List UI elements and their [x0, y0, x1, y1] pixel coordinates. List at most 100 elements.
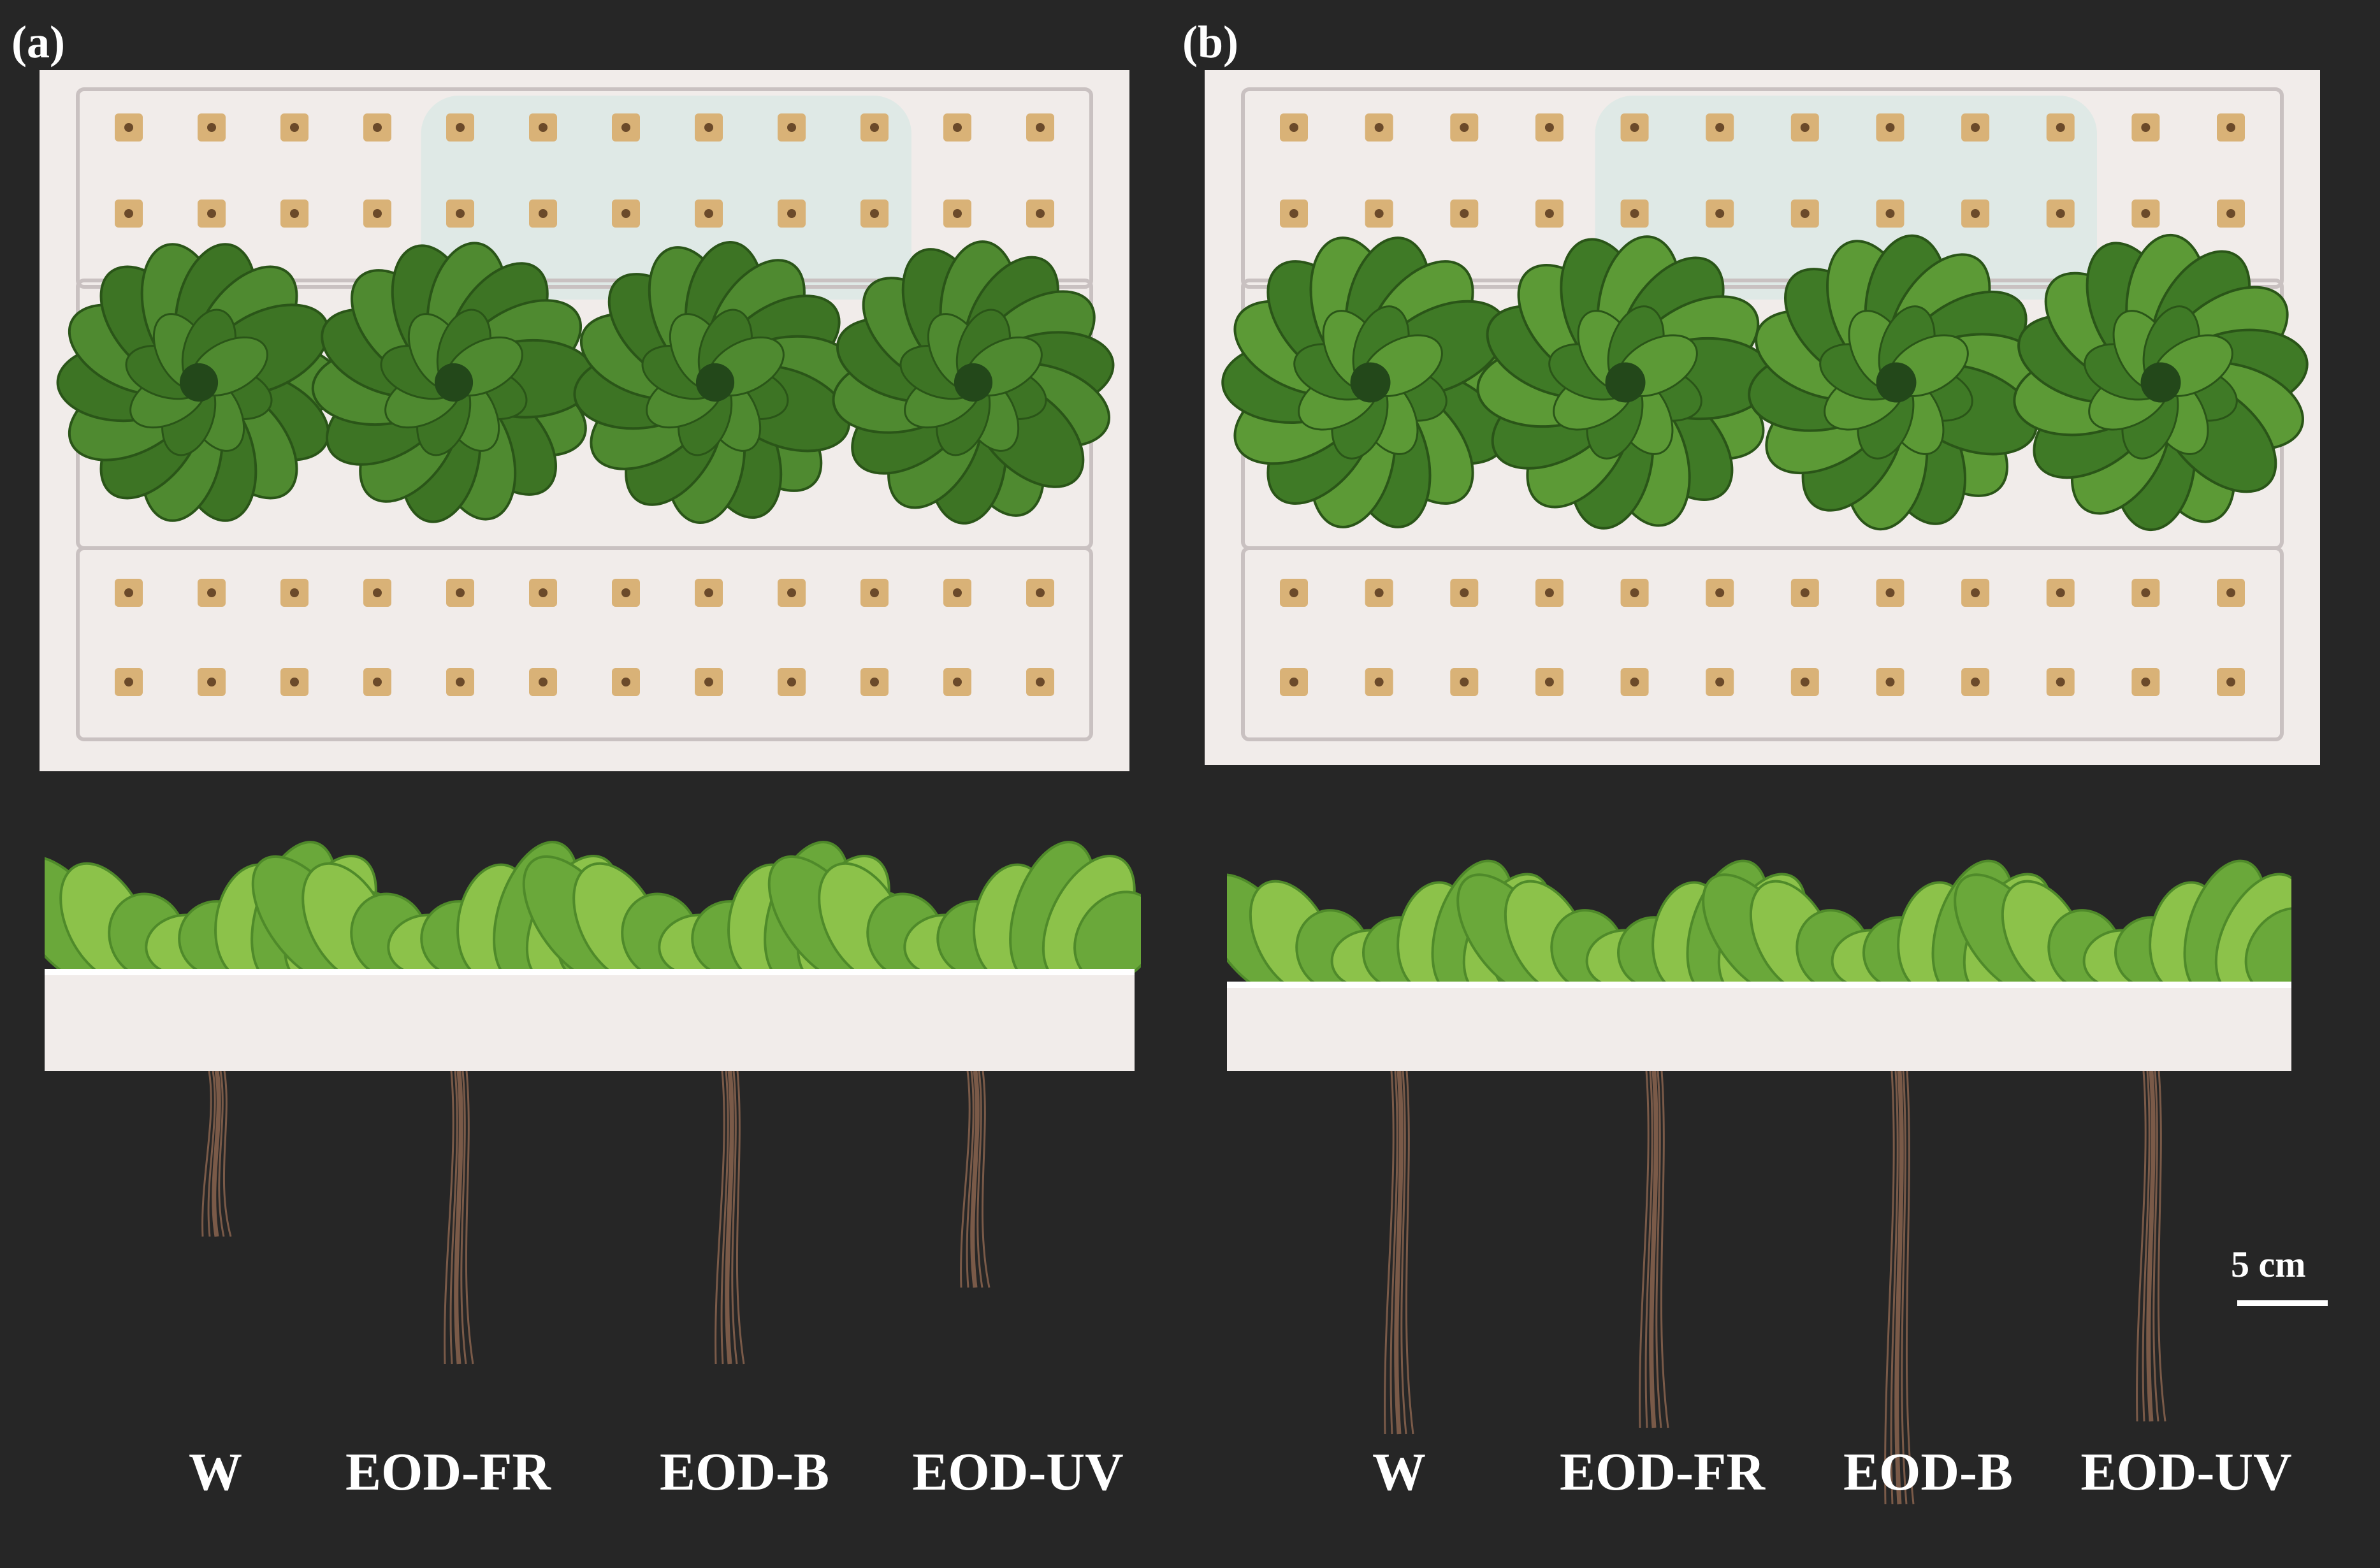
root — [1639, 1070, 1669, 1428]
plug-hole — [539, 123, 548, 132]
side-view-photo-a — [45, 841, 1141, 1365]
plug-hole — [953, 123, 962, 132]
plug-hole — [1544, 678, 1554, 686]
plug-hole — [1544, 123, 1554, 132]
treatment-label-a-w: W — [189, 1442, 242, 1502]
foam-board — [45, 969, 1135, 1071]
scale-bar-label: 5 cm — [2231, 1244, 2306, 1285]
plug-hole — [1885, 678, 1895, 686]
plug-hole — [1800, 123, 1810, 132]
plug-hole — [2056, 678, 2065, 686]
plug-hole — [456, 209, 465, 218]
plug-hole — [456, 678, 465, 686]
plug-hole — [704, 588, 713, 597]
plug-hole — [1289, 123, 1298, 132]
plug-hole — [870, 123, 879, 132]
plug-hole — [124, 209, 133, 218]
plug-hole — [2056, 123, 2065, 132]
plug-hole — [1885, 123, 1895, 132]
plug-hole — [704, 678, 713, 686]
tray-channel — [1241, 87, 2284, 289]
plug-hole — [1630, 209, 1639, 218]
panel-label-b: (b) — [1182, 17, 1238, 68]
plug-hole — [787, 678, 796, 686]
root — [1884, 1070, 1915, 1505]
plug-hole — [539, 588, 548, 597]
lettuce-plant-side — [767, 841, 1141, 985]
treatment-label-a-eod-b: EOD-B — [659, 1442, 830, 1502]
plug-hole — [1630, 588, 1639, 597]
plug-hole — [539, 678, 548, 686]
lettuce-plant-top — [573, 241, 857, 524]
lettuce-plant-top — [832, 240, 1115, 525]
plug-hole — [207, 678, 216, 686]
tray-channel — [76, 87, 1093, 289]
plug-hole — [953, 209, 962, 218]
lettuce-plant-top — [311, 242, 597, 523]
plug-hole — [290, 588, 299, 597]
plug-hole — [870, 678, 879, 686]
plug-hole — [1544, 209, 1554, 218]
plug-hole — [290, 209, 299, 218]
root — [715, 1070, 745, 1365]
top-view-photo-a — [40, 70, 1129, 771]
plug-hole — [1289, 678, 1298, 686]
plug-hole — [1971, 123, 1980, 132]
plug-hole — [787, 123, 796, 132]
plug-hole — [2141, 209, 2151, 218]
treatment-label-b-eod-uv: EOD-UV — [2080, 1442, 2292, 1502]
plug-hole — [787, 209, 796, 218]
plug-hole — [621, 209, 630, 218]
foam-board-edge — [1227, 982, 2291, 988]
light-tint — [1595, 96, 2097, 300]
plug-hole — [1544, 588, 1554, 597]
treatment-label-b-eod-fr: EOD-FR — [1560, 1442, 1765, 1502]
plug-hole — [1800, 209, 1810, 218]
scale-bar — [2237, 1300, 2328, 1306]
treatment-label-a-eod-uv: EOD-UV — [912, 1442, 1124, 1502]
lettuce-plant-top — [1748, 234, 2045, 531]
plug-hole — [1460, 209, 1469, 218]
plug-hole — [1630, 123, 1639, 132]
plug-hole — [870, 588, 879, 597]
plug-hole — [1289, 209, 1298, 218]
plug-hole — [1036, 678, 1045, 686]
plug-hole — [207, 588, 216, 597]
plug-hole — [1715, 209, 1725, 218]
plug-hole — [373, 209, 382, 218]
treatment-label-b-eod-b: EOD-B — [1843, 1442, 2014, 1502]
plug-hole — [1630, 678, 1639, 686]
plug-hole — [1374, 588, 1384, 597]
root — [960, 1070, 990, 1288]
root — [1384, 1070, 1414, 1435]
plug-hole — [1374, 209, 1384, 218]
plug-hole — [124, 588, 133, 597]
plug-hole — [2056, 209, 2065, 218]
plug-hole — [456, 588, 465, 597]
plug-hole — [1036, 123, 1045, 132]
treatment-label-a-eod-fr: EOD-FR — [345, 1442, 551, 1502]
top-view-photo-b — [1205, 70, 2320, 765]
plug-hole — [1885, 588, 1895, 597]
plug-hole — [1800, 588, 1810, 597]
plug-hole — [1460, 588, 1469, 597]
plug-hole — [787, 588, 796, 597]
plug-hole — [2141, 678, 2151, 686]
plug-hole — [1374, 123, 1384, 132]
lettuce-plant-side — [1954, 859, 2291, 998]
plug-hole — [2141, 123, 2151, 132]
plug-hole — [124, 678, 133, 686]
plug-hole — [373, 123, 382, 132]
side-view-photo-b — [1227, 859, 2291, 1505]
plug-hole — [1715, 588, 1725, 597]
foam-board-edge — [45, 969, 1135, 975]
plug-hole — [1036, 209, 1045, 218]
plug-hole — [1885, 209, 1895, 218]
plug-hole — [1715, 678, 1725, 686]
plug-hole — [207, 209, 216, 218]
plug-hole — [1460, 678, 1469, 686]
plug-hole — [1971, 588, 1980, 597]
plug-hole — [456, 123, 465, 132]
plug-hole — [2056, 588, 2065, 597]
plug-hole — [953, 588, 962, 597]
